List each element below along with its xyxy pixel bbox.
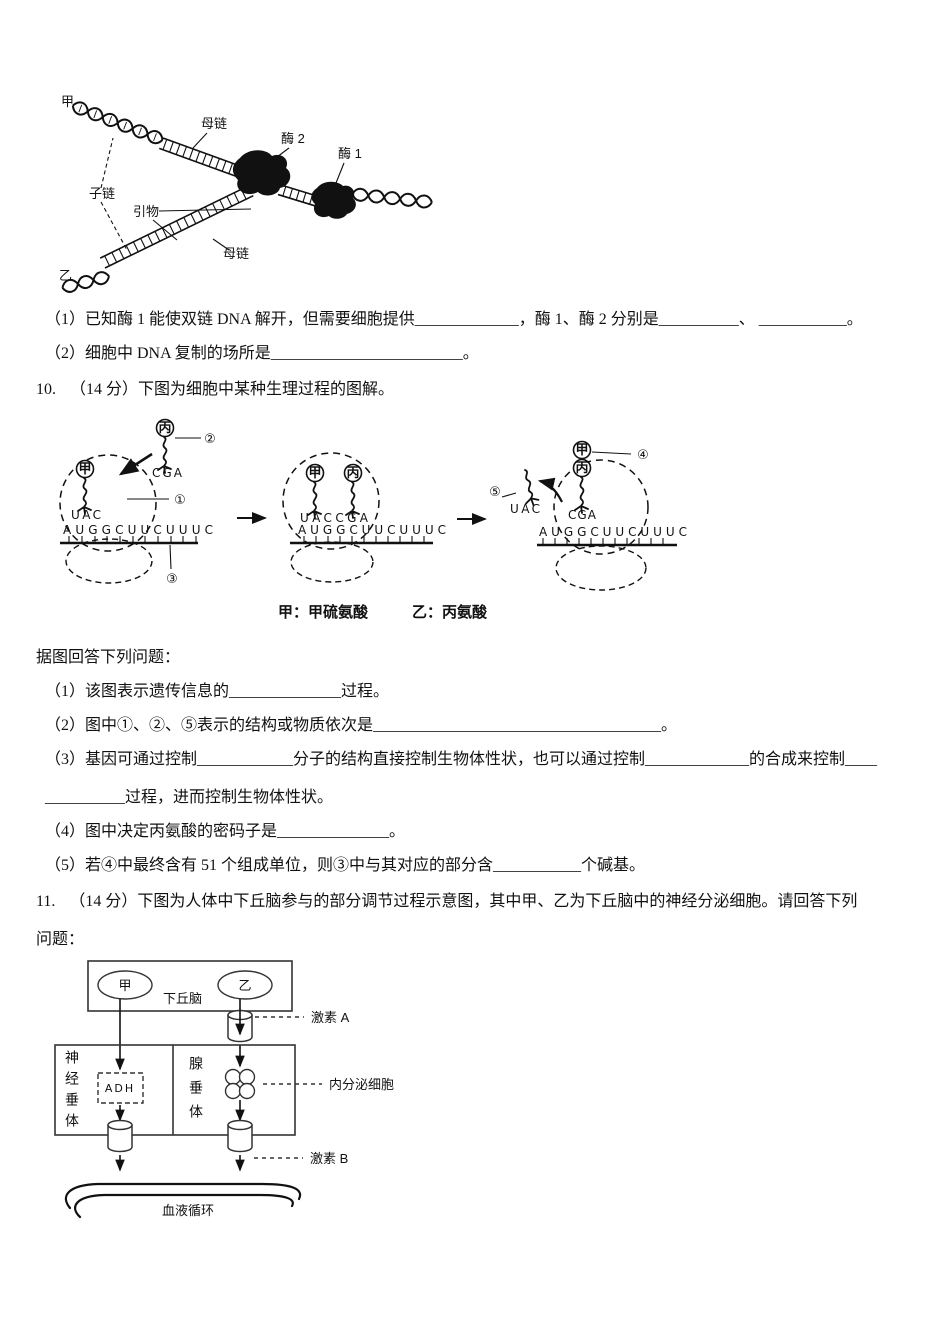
q10-item-4: （4）图中决定丙氨酸的密码子是______________。 (45, 823, 406, 840)
label-child-strand: 子链 (89, 186, 115, 201)
label-mother-strand-bottom: 母链 (223, 246, 249, 261)
ribosome-2: AUGGCUUCUUUC UACCGA 甲 丙 (282, 452, 446, 583)
q10-header: 10. （14 分）下图为细胞中某种生理过程的图解。 (36, 379, 394, 401)
amino-circle-bing-3 (572, 458, 592, 478)
q10-item-1: （1）该图表示遗传信息的______________过程。 (45, 683, 390, 700)
callout-2: ② (204, 432, 216, 447)
enzyme-1-blob (311, 181, 356, 219)
amino-circle-bing-1 (155, 418, 175, 438)
amino-jia-2: 甲 (308, 465, 321, 480)
callout-5: ⑤ (489, 485, 501, 500)
amino-circle-jia-3 (572, 440, 592, 460)
amino-circle-jia-2 (305, 463, 325, 483)
hypothalamus-figure: 甲 下丘脑 乙 激素 A ADH 内分泌细胞 激素 B 血液循环 (54, 960, 394, 1219)
cell-jia-ellipse (97, 970, 153, 1000)
amino-jia-3: 甲 (575, 442, 588, 457)
ribosome-2-body (282, 452, 380, 550)
mrna-sequence-1: AUGGCUUCUUUC (63, 523, 213, 537)
ribosome-3-body (553, 459, 649, 555)
label-jia: 甲 (61, 94, 74, 109)
blood-vessel (64, 1182, 302, 1219)
hormone-b-label: 激素 B (310, 1151, 348, 1166)
anticodon-uac-leaving: UAC (510, 502, 540, 516)
amino-bing-1: 丙 (158, 420, 171, 435)
q11-header: 11. （14 分）下图为人体中下丘脑参与的部分调节过程示意图，其中甲、乙为下丘脑… (36, 891, 857, 913)
amino-circle-bing-2 (343, 463, 363, 483)
trna-1-2 (307, 481, 322, 519)
anticodon-uac-1: UAC (71, 508, 101, 522)
cell-yi-label: 乙 (238, 978, 251, 993)
translation-figure: AUGGCUUCUUUC UAC 甲 丙 CGA ② ① ③ (59, 418, 687, 591)
figure-caption-yi: 乙：丙氨酸 (412, 604, 488, 621)
ladder-mother-bottom (99, 185, 254, 269)
left-cylinder (107, 1119, 133, 1153)
amino-bing-2: 丙 (346, 465, 359, 480)
neurohypophysis-label: 神经垂体 (64, 1050, 80, 1134)
label-mother-strand-top: 母链 (201, 116, 227, 131)
anticodons-2: UACCGA (300, 511, 369, 525)
figure-caption-jia: 甲：甲硫氨酸 (278, 604, 369, 621)
q9-item-2: （2）细胞中 DNA 复制的场所是_______________________… (45, 345, 479, 362)
mrna-ticks-1 (68, 536, 197, 543)
ribosome-2-small-subunit (290, 541, 374, 583)
hypothalamus-label: 下丘脑 (163, 991, 202, 1006)
mrna-ticks-3 (542, 538, 664, 545)
helix-right (351, 187, 433, 209)
ladder-mother-top (158, 137, 241, 178)
q11-stem-line2: 问题： (36, 931, 85, 948)
blood-circulation-label: 血液循环 (162, 1203, 214, 1218)
label-enzyme-2: 酶 2 (281, 131, 305, 146)
amino-circle-jia-1 (75, 459, 95, 479)
callout-3: ③ (166, 572, 178, 587)
q10-stem: （14 分）下图为细胞中某种生理过程的图解。 (70, 381, 395, 398)
label-enzyme-1: 酶 1 (338, 146, 362, 161)
cell-jia-label: 甲 (118, 978, 131, 993)
cell-yi-ellipse (217, 970, 273, 1000)
trna-leaving-3 (518, 467, 541, 508)
q10-item-3a: （3）基因可通过控制____________分子的结构直接控制生物体性状，也可以… (45, 751, 878, 768)
pituitary-box (54, 1044, 296, 1136)
label-primer: 引物 (133, 204, 159, 219)
dna-replication-figure: 甲 母链 酶 2 酶 1 子链 引物 母链 乙 (59, 94, 433, 293)
adenohypophysis-label: 腺垂体 (188, 1056, 204, 1128)
hormone-a-label: 激素 A (311, 1010, 350, 1025)
amino-bing-3: 丙 (575, 460, 588, 475)
ribosome-1-small-subunit (65, 538, 153, 584)
amino-jia-1: 甲 (78, 461, 91, 476)
ribosome-3: AUGGCUUCUUUC CGA 丙 甲 ④ UAC ⑤ (489, 440, 687, 591)
q10-item-5: （5）若④中最终含有 51 个组成单位，则③中与其对应的部分含_________… (45, 857, 646, 874)
label-yi: 乙 (59, 268, 72, 283)
ribosome-1: AUGGCUUCUUUC UAC 甲 丙 CGA ② ① ③ (59, 418, 216, 587)
trna-inside-1 (77, 477, 92, 515)
adh-box (97, 1072, 144, 1104)
q10-item-3b: __________过程，进而控制生物体性状。 (45, 789, 334, 806)
helix-top-left (71, 101, 164, 145)
q11-stem-line1: （14 分）下图为人体中下丘脑参与的部分调节过程示意图，其中甲、乙为下丘脑中的神… (69, 893, 858, 910)
ribosome-1-body (59, 454, 157, 552)
q11-number: 11. (36, 893, 56, 910)
enzyme-2-blob (232, 150, 291, 196)
q10-lead: 据图回答下列问题： (36, 649, 181, 666)
q10-number: 10. (36, 381, 56, 398)
q10-item-2: （2）图中①、②、⑤表示的结构或物质依次是___________________… (45, 717, 678, 734)
mrna-ticks-2 (303, 536, 425, 543)
entry-arrow (118, 452, 153, 476)
exit-arrow (537, 477, 563, 503)
anticodon-cga-3: CGA (568, 508, 597, 522)
endocrine-cell-cluster (224, 1068, 256, 1100)
helix-bottom-left (61, 271, 111, 293)
right-cylinder (227, 1119, 253, 1153)
callout-4: ④ (637, 448, 649, 463)
q9-item-1: （1）已知酶 1 能使双链 DNA 解开，但需要细胞提供____________… (45, 311, 863, 328)
ribosome-3-small-subunit (555, 545, 647, 591)
dna-figure-labels: 甲 母链 酶 2 酶 1 子链 引物 母链 乙 (59, 94, 362, 283)
adh-label: ADH (105, 1082, 135, 1095)
anticodon-cga-1: CGA (152, 466, 183, 480)
callout-1: ① (174, 493, 186, 508)
endocrine-cells-label: 内分泌细胞 (329, 1077, 394, 1092)
hypothalamus-box (87, 960, 293, 1012)
